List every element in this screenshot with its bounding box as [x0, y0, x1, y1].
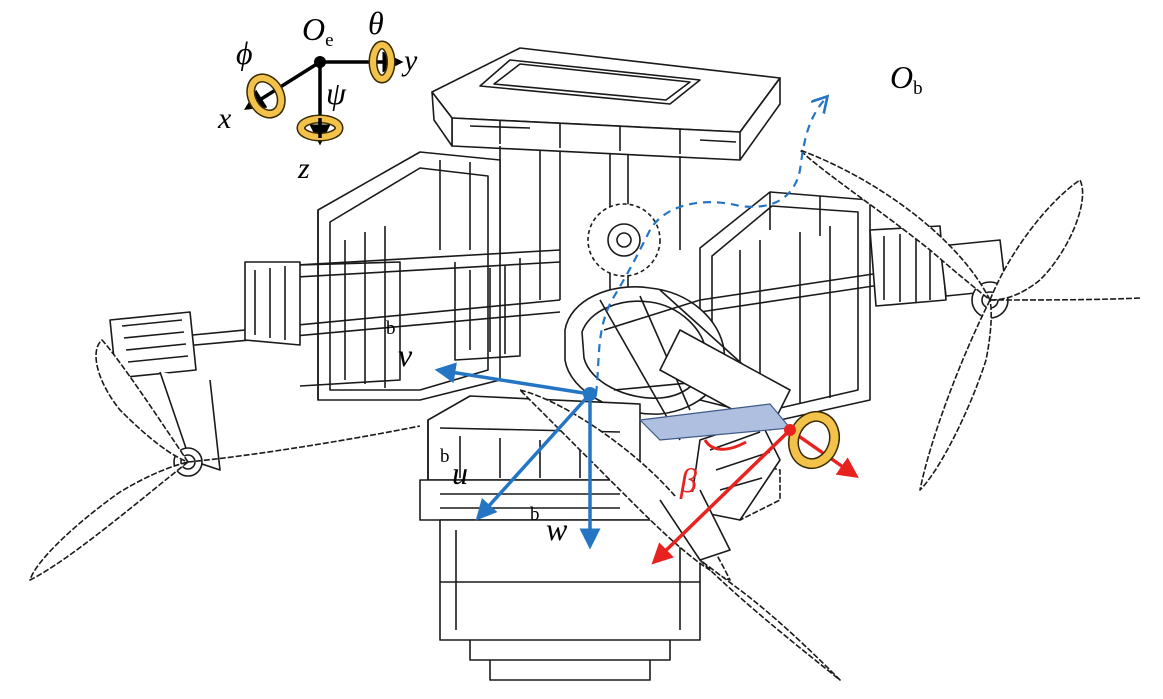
tilt-ring-icon: [787, 410, 841, 470]
yaw-ring-icon: [296, 114, 344, 142]
roll-angle-label: ϕ: [236, 35, 253, 71]
left-propeller: [29, 339, 421, 581]
tilt-angle-label: β: [679, 463, 697, 500]
earth-z-label: z: [297, 152, 310, 185]
earth-origin-dot: [314, 56, 326, 68]
pitch-ring-icon: [368, 40, 396, 84]
body-frame-dashed-link: [594, 98, 826, 395]
earth-origin-label: Oe: [302, 11, 334, 51]
drone-line-drawing: [29, 47, 1141, 681]
velocity-u-label: bu: [440, 446, 468, 491]
tilt-axis-arrow: [651, 428, 792, 565]
earth-x-axis: [244, 60, 321, 110]
body-u-axis: [475, 392, 592, 521]
body-v-axis: [434, 362, 591, 396]
body-origin-label: Ob: [890, 59, 923, 99]
velocity-v-label: bv: [386, 318, 413, 373]
yaw-angle-label: ψ: [326, 75, 347, 111]
earth-y-label: y: [401, 44, 418, 77]
right-propeller: [799, 149, 1141, 491]
tilt-pivot-dot: [784, 424, 796, 436]
right-arm-housing: [699, 191, 871, 421]
earth-frame: Oe ϕ θ ψ x y z: [217, 5, 418, 185]
top-battery-box: [431, 47, 781, 161]
roll-ring-icon: [246, 73, 286, 119]
tilt-annotation: β: [638, 403, 859, 565]
body-origin-dot: [583, 387, 597, 401]
pitch-angle-label: θ: [368, 5, 384, 41]
tilt-angle-arc: [703, 439, 747, 451]
tilt-rotor-mount: [659, 419, 781, 561]
earth-x-label: x: [217, 102, 232, 135]
lower-electronics-box: [419, 395, 701, 681]
left-rotor-arm: [109, 249, 561, 477]
